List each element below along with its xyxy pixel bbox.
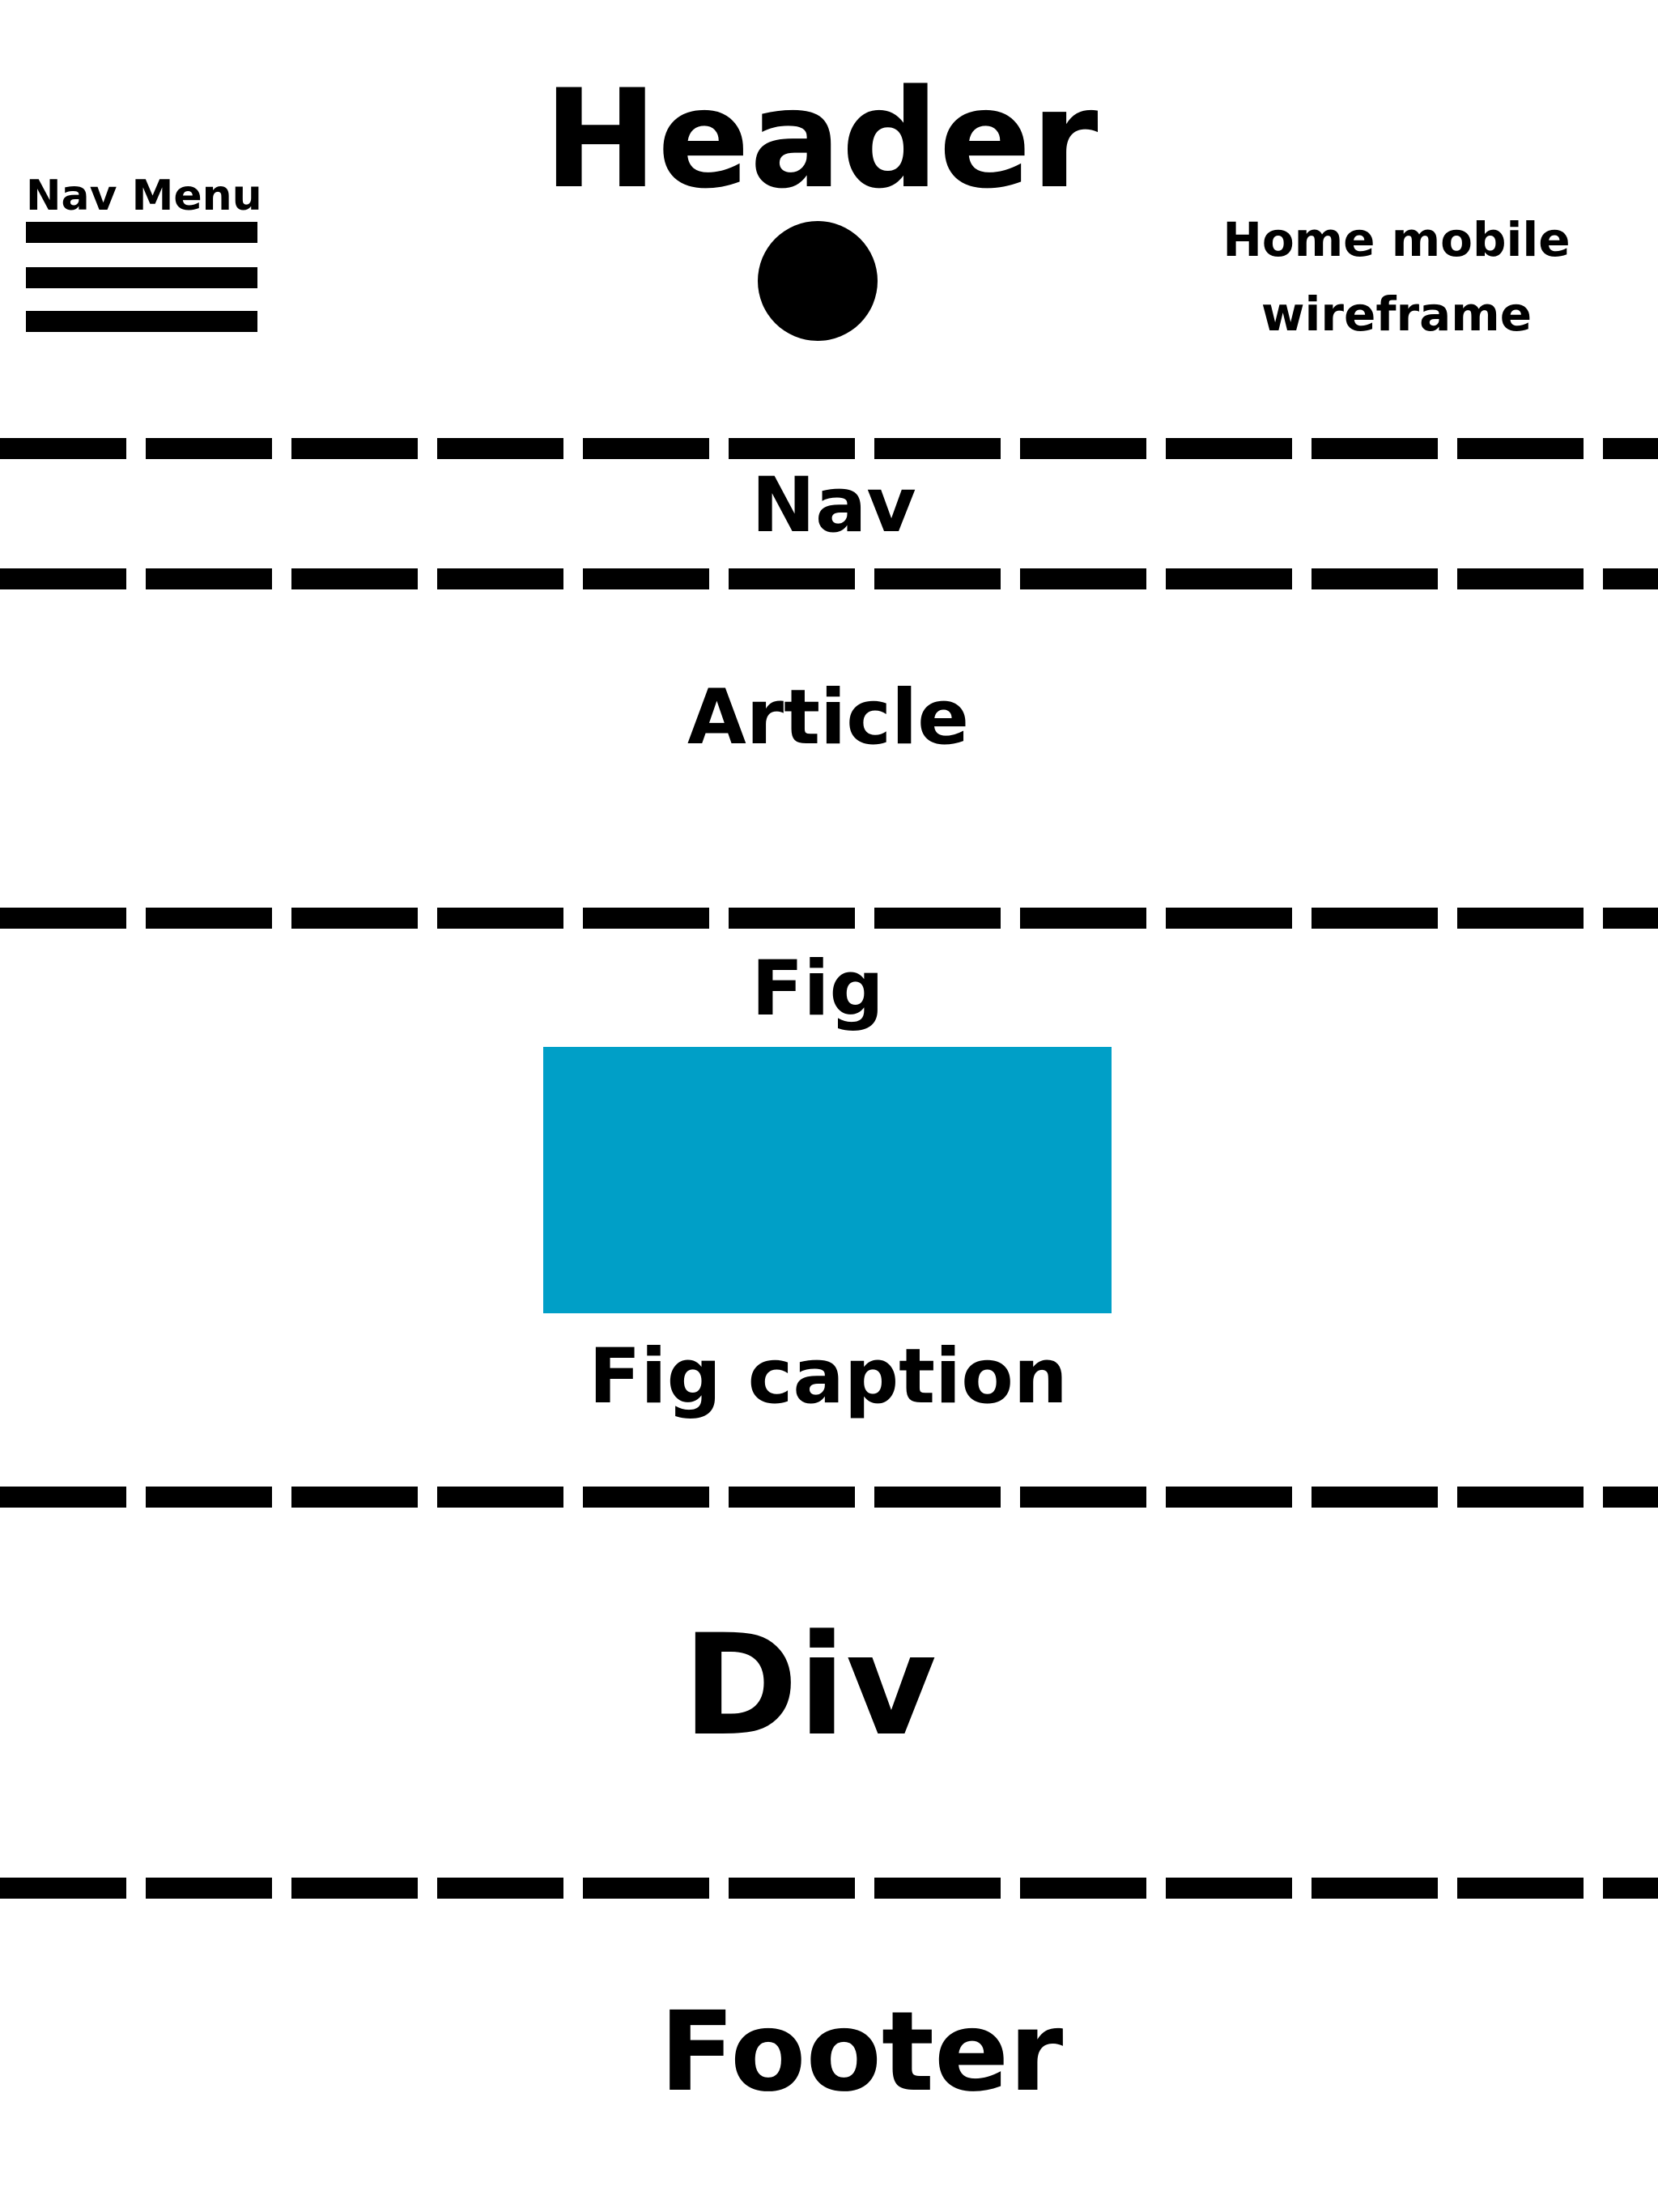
- divider-figure-bottom: [0, 1487, 1658, 1508]
- div-label: Div: [682, 1604, 937, 1767]
- hamburger-bar-bottom: [26, 311, 257, 332]
- page-label: Home mobile wireframe: [1222, 212, 1571, 342]
- header-title: Header: [543, 60, 1099, 219]
- divider-nav-bottom: [0, 568, 1658, 589]
- circle-logo-icon: [758, 221, 878, 341]
- fig-caption-label: Fig caption: [589, 1333, 1068, 1421]
- figure-placeholder: [543, 1047, 1112, 1313]
- article-label: Article: [687, 674, 969, 762]
- divider-nav-top: [0, 438, 1658, 459]
- divider-article-bottom: [0, 908, 1658, 929]
- nav-label: Nav: [751, 462, 916, 550]
- hamburger-icon[interactable]: [0, 220, 275, 342]
- hamburger-bar-middle: [26, 267, 257, 288]
- fig-label: Fig: [751, 945, 884, 1033]
- hamburger-bar-top: [26, 222, 257, 243]
- footer-label: Footer: [659, 1989, 1064, 2116]
- nav-menu-label: Nav Menu: [26, 172, 262, 220]
- divider-div-bottom: [0, 1878, 1658, 1899]
